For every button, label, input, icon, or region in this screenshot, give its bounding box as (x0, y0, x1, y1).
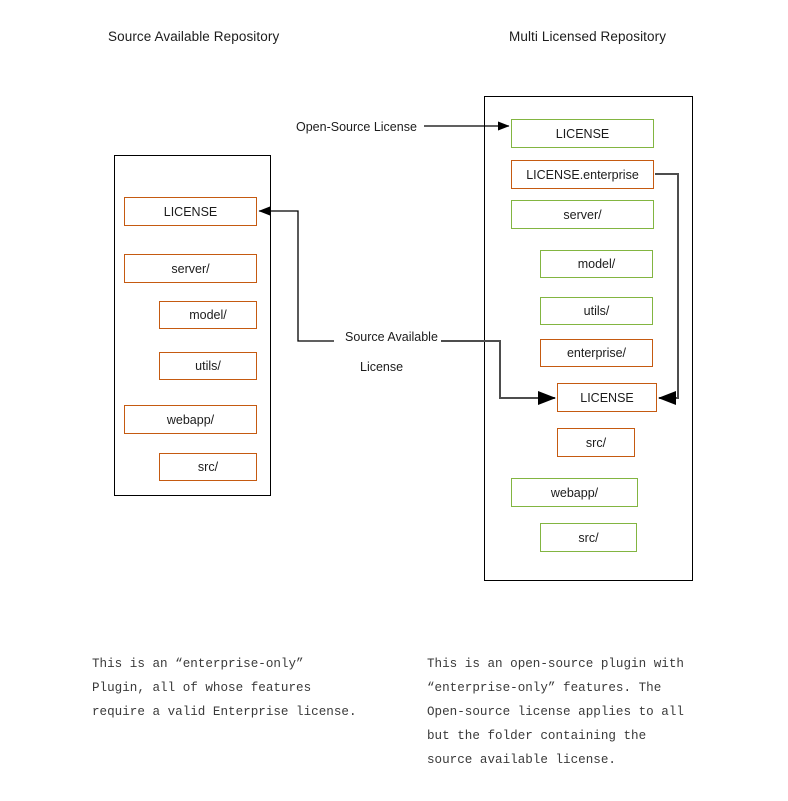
node-label: utils/ (195, 359, 221, 373)
node-left-src: src/ (159, 453, 257, 481)
right-repo-title: Multi Licensed Repository (509, 29, 667, 44)
node-right-src: src/ (557, 428, 635, 457)
node-left-utils: utils/ (159, 352, 257, 380)
node-label: LICENSE.enterprise (526, 167, 639, 182)
node-label: LICENSE (555, 126, 610, 141)
node-label: server/ (171, 261, 210, 276)
right-caption: This is an open-source plugin with “ente… (427, 657, 684, 767)
node-label: webapp/ (550, 485, 599, 500)
edge-label-source-available-line2: License (357, 360, 407, 374)
left-caption: This is an “enterprise-only” Plugin, all… (92, 657, 357, 719)
right-repo-frame (484, 96, 693, 581)
node-label: model/ (577, 257, 616, 271)
edge-label-source-available-line1: Source Available (342, 330, 441, 344)
node-label: utils/ (583, 304, 610, 318)
left-repo-title: Source Available Repository (108, 29, 280, 44)
node-right-enterprise: enterprise/ (540, 339, 653, 367)
node-right-license-enterprise: LICENSE.enterprise (511, 160, 654, 189)
node-label: LICENSE (163, 204, 218, 219)
node-right-webapp: webapp/ (511, 478, 638, 507)
node-left-model: model/ (159, 301, 257, 329)
node-label: src/ (585, 435, 607, 450)
node-label: src/ (197, 460, 219, 474)
node-right-utils: utils/ (540, 297, 653, 325)
node-label: model/ (189, 308, 227, 322)
node-right-server: server/ (511, 200, 654, 229)
node-right-src: src/ (540, 523, 637, 552)
node-right-model: model/ (540, 250, 653, 278)
node-left-server: server/ (124, 254, 257, 283)
node-label: src/ (578, 530, 599, 545)
edge-label-open-source-license: Open-Source License (293, 120, 420, 134)
node-left-license: LICENSE (124, 197, 257, 226)
node-label: enterprise/ (566, 346, 627, 360)
node-label: webapp/ (166, 412, 215, 427)
node-label: server/ (563, 207, 602, 222)
node-right-license: LICENSE (557, 383, 657, 412)
node-right-license: LICENSE (511, 119, 654, 148)
node-left-webapp: webapp/ (124, 405, 257, 434)
node-label: LICENSE (580, 390, 634, 405)
